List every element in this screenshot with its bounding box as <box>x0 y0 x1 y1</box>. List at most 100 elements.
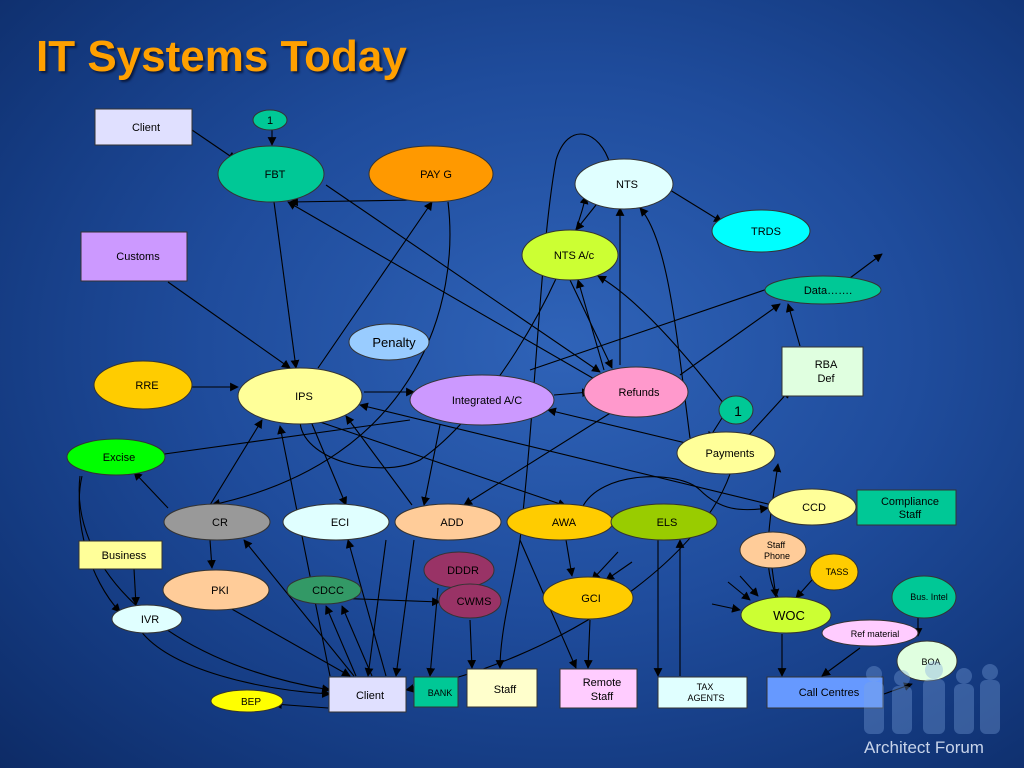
edge-ccd-ips <box>359 402 769 505</box>
edge-add-client-b <box>364 539 387 677</box>
node-client-top[interactable]: Client <box>94 108 193 146</box>
node-cwms[interactable]: CWMS <box>438 583 502 619</box>
node-ref-material[interactable]: Ref material <box>821 619 919 647</box>
node-ccd-label: CCD <box>802 502 826 514</box>
node-bank-label: BANK <box>428 688 453 698</box>
node-fbt[interactable]: FBT <box>217 145 325 203</box>
node-one-top[interactable]: 1 <box>252 109 288 131</box>
node-nts[interactable]: NTS <box>574 158 674 210</box>
node-bank[interactable]: BANK <box>413 676 459 708</box>
edge-els-woc-b <box>739 575 759 597</box>
node-data[interactable]: Data……. <box>764 275 882 305</box>
edge-awa-gci <box>565 539 576 577</box>
node-ips[interactable]: IPS <box>237 367 363 425</box>
node-customs[interactable]: Customs <box>80 231 188 282</box>
node-penalty-label: Penalty <box>372 335 416 350</box>
edge-ivr-client <box>139 629 331 698</box>
node-client-bottom-label: Client <box>356 690 384 702</box>
edge-client-bep <box>273 700 329 709</box>
node-payg-label: PAY G <box>420 169 452 181</box>
node-remote-label: Remote <box>583 677 622 689</box>
edge-payments-rba <box>747 389 791 437</box>
node-trds-label: TRDS <box>751 226 781 238</box>
node-tass[interactable]: TASS <box>809 553 859 591</box>
node-penalty[interactable]: Penalty <box>348 323 430 361</box>
node-one-mid[interactable]: 1 <box>718 395 754 425</box>
edge-nts-trds <box>669 189 723 223</box>
node-refunds[interactable]: Refunds <box>583 366 689 418</box>
node-compliance-staff[interactable]: Compliance Staff <box>856 489 957 526</box>
node-els[interactable]: ELS <box>610 503 718 541</box>
node-excise[interactable]: Excise <box>66 438 166 476</box>
edge-refunds-data <box>679 303 781 376</box>
node-cdcc[interactable]: CDCC <box>286 575 362 605</box>
edge-gci-remote <box>583 619 593 669</box>
node-pki[interactable]: PKI <box>162 569 270 611</box>
node-fbt-label: FBT <box>265 169 286 181</box>
node-remote-staff[interactable]: Remote Staff <box>559 668 638 709</box>
node-integrated-ac[interactable]: Integrated A/C <box>409 374 555 426</box>
edge-business-ivr <box>131 568 140 606</box>
node-cwms-label: CWMS <box>457 596 492 608</box>
node-trds[interactable]: TRDS <box>711 209 811 253</box>
node-boa-label: BOA <box>921 657 940 667</box>
node-woc-label: WOC <box>773 608 805 623</box>
node-add-label: ADD <box>440 517 463 529</box>
node-staff-box-label: Staff <box>494 684 517 696</box>
edge-add-client <box>392 539 415 677</box>
node-gci[interactable]: GCI <box>542 576 634 620</box>
node-els-label: ELS <box>657 517 678 529</box>
node-business[interactable]: Business <box>78 540 163 570</box>
edge-add-ips <box>345 415 413 506</box>
edge-fbt-ips <box>273 201 300 369</box>
edge-client-cr <box>243 539 355 677</box>
node-integrated-ac-label: Integrated A/C <box>452 395 522 407</box>
node-cr-label: CR <box>212 517 228 529</box>
edge-client-eci <box>345 539 387 677</box>
connector-lines <box>78 129 923 709</box>
node-rba-def[interactable]: RBA Def <box>781 346 864 397</box>
node-business-label: Business <box>102 550 147 562</box>
node-staff[interactable]: Staff <box>466 668 538 708</box>
node-eci[interactable]: ECI <box>282 503 390 541</box>
node-ivr-label: IVR <box>141 614 159 626</box>
node-one-mid-label: 1 <box>734 403 742 419</box>
node-pki-label: PKI <box>211 585 229 597</box>
node-ivr[interactable]: IVR <box>111 604 183 634</box>
node-add[interactable]: ADD <box>394 503 502 541</box>
node-gci-label: GCI <box>581 593 601 605</box>
node-rre-label: RRE <box>135 380 158 392</box>
edge-payg-cr <box>211 201 451 508</box>
node-cr[interactable]: CR <box>163 503 271 541</box>
edge-nts-ntsac <box>575 204 597 231</box>
node-bep[interactable]: BEP <box>210 689 284 713</box>
node-ccd[interactable]: CCD <box>767 488 857 526</box>
node-dddr[interactable]: DDDR <box>423 551 495 589</box>
node-dddr-label: DDDR <box>447 565 479 577</box>
node-client-bottom[interactable]: Client <box>328 676 407 713</box>
edge-pki-client <box>229 607 351 677</box>
edge-client-cdcc-b <box>341 605 373 677</box>
node-staff-phone[interactable]: Staff Phone <box>739 531 807 569</box>
node-boa[interactable]: BOA <box>896 640 958 682</box>
node-woc[interactable]: WOC <box>740 596 832 634</box>
node-ref-material-label: Ref material <box>851 629 900 639</box>
node-bus-intel[interactable]: Bus. Intel <box>891 575 957 619</box>
node-tax-agents[interactable]: TAX AGENTS <box>657 676 748 709</box>
node-payg[interactable]: PAY G <box>368 145 494 203</box>
node-nts-ac[interactable]: NTS A/c <box>521 229 619 281</box>
node-nts-ac-label: NTS A/c <box>554 250 595 262</box>
edge-gci-woc <box>711 603 741 613</box>
node-call-centres[interactable]: Call Centres <box>766 676 884 709</box>
node-client-top-label: Client <box>132 122 160 134</box>
node-rre[interactable]: RRE <box>93 360 193 410</box>
node-tass-label: TASS <box>826 567 849 577</box>
edge-refmaterial-callcentres <box>821 647 861 677</box>
people-silhouette-icon <box>864 661 1000 734</box>
edge-ips-excise <box>149 419 411 460</box>
node-payments[interactable]: Payments <box>676 431 776 475</box>
node-call-centres-label: Call Centres <box>799 687 860 699</box>
node-payments-label: Payments <box>706 448 755 460</box>
node-awa[interactable]: AWA <box>506 503 614 541</box>
